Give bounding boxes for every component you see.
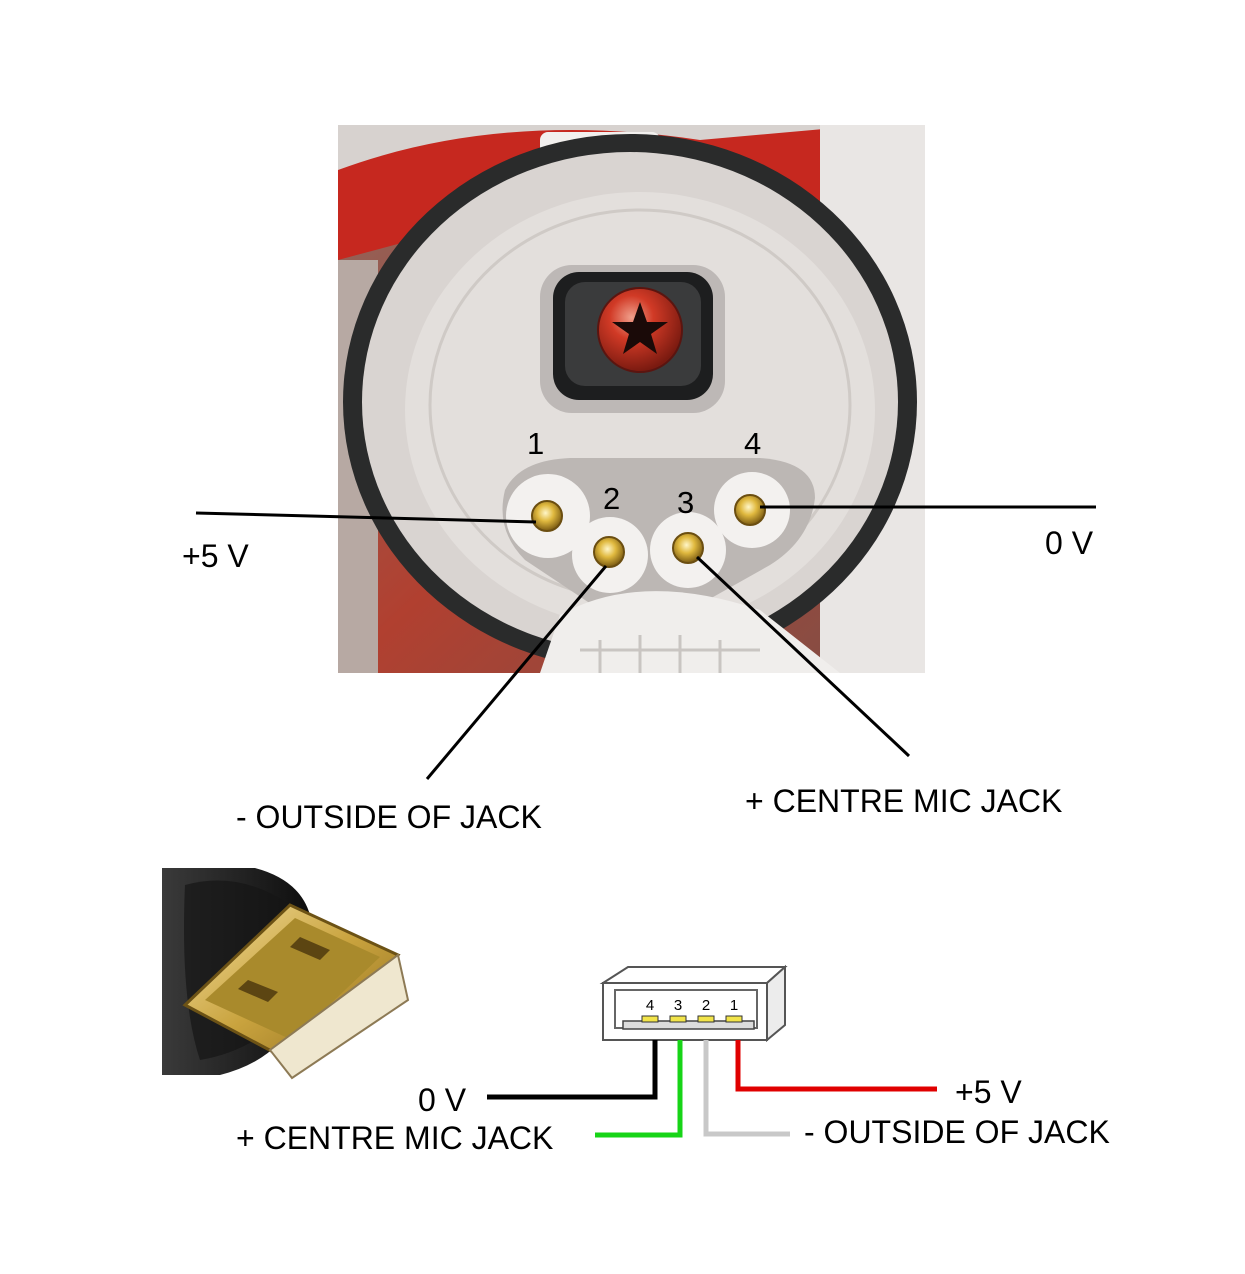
photo-leader-lines xyxy=(195,505,1096,780)
pin-2-contact xyxy=(593,536,625,568)
usb-wires xyxy=(487,1040,937,1138)
usb-label-centre-mic-jack: + CENTRE MIC JACK xyxy=(236,1120,554,1156)
wire-pin-2 xyxy=(703,1040,790,1137)
label-outside-of-jack: - OUTSIDE OF JACK xyxy=(236,799,542,835)
pin-4-contact xyxy=(734,494,766,526)
pin-3-contact xyxy=(672,532,704,564)
socket-pin-number: 1 xyxy=(730,997,738,1014)
wire-pin-3 xyxy=(595,1040,683,1138)
socket-pin-number: 4 xyxy=(646,997,654,1014)
connector-photo xyxy=(338,125,925,673)
pin-number-4: 4 xyxy=(744,426,762,461)
socket-contact-1 xyxy=(725,1015,743,1023)
socket-contact-4 xyxy=(641,1015,659,1023)
label-centre-mic-jack: + CENTRE MIC JACK xyxy=(745,783,1063,819)
pin-number-1: 1 xyxy=(527,426,545,461)
wire-pin-4 xyxy=(487,1040,658,1100)
usb-plug-photo xyxy=(162,868,410,1080)
socket-pin-number: 2 xyxy=(702,997,710,1014)
label-plus-5v: +5 V xyxy=(182,538,249,574)
wire-pin-1 xyxy=(735,1040,937,1092)
usb-socket-drawing: 4 3 2 1 xyxy=(599,964,788,1043)
socket-contact-3 xyxy=(669,1015,687,1023)
socket-pin-number: 3 xyxy=(674,997,682,1014)
star-icon xyxy=(612,302,668,354)
usb-label-0v: 0 V xyxy=(418,1082,467,1118)
usb-label-plus-5v: +5 V xyxy=(955,1074,1022,1110)
pin-1-contact xyxy=(531,500,563,532)
label-0v: 0 V xyxy=(1045,525,1094,561)
socket-contact-2 xyxy=(697,1015,715,1023)
pin-number-3: 3 xyxy=(677,485,695,520)
usb-label-outside-of-jack: - OUTSIDE OF JACK xyxy=(804,1114,1110,1150)
pin-number-2: 2 xyxy=(603,481,621,516)
